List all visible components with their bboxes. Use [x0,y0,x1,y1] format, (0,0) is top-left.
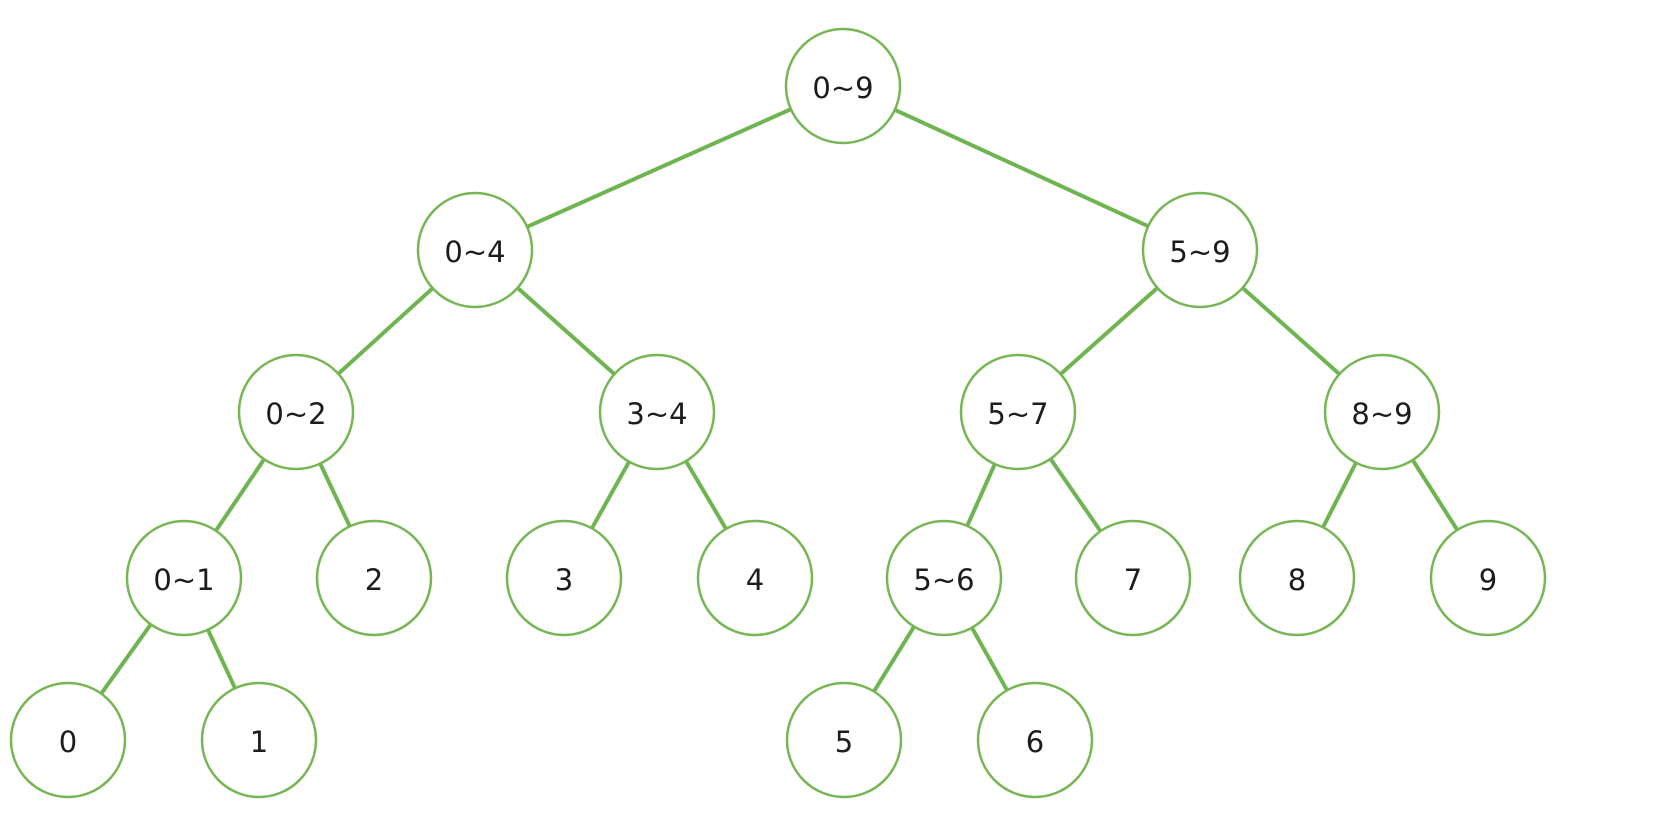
tree-edge-n0_9-n5_9 [893,107,1150,229]
tree-node-2: 2 [315,519,433,637]
tree-node-4: 4 [696,519,814,637]
tree-node-label: 0~9 [812,71,873,105]
tree-edge-n5_6-n6 [970,626,1009,692]
tree-node-5-9: 5~9 [1141,191,1259,309]
tree-edge-n3_4-n3 [590,460,631,530]
tree-node-3: 3 [505,519,623,637]
tree-node-circle [416,191,534,309]
tree-edges-layer [99,107,1459,695]
tree-edge-n8_9-n8 [1321,461,1358,529]
tree-node-circle [200,681,318,799]
tree-edge-n8_9-n9 [1411,458,1459,532]
tree-node-label: 0~2 [265,397,326,431]
tree-node-circle [696,519,814,637]
tree-node-0-9: 0~9 [784,27,902,145]
tree-node-label: 5~6 [913,563,974,597]
tree-node-3-4: 3~4 [598,353,716,471]
tree-node-circle [1238,519,1356,637]
tree-edge-n0_1-n0 [99,623,153,695]
tree-edge-n5_7-n5_6 [965,463,997,527]
tree-edge-n5_9-n5_7 [1059,286,1159,376]
tree-node-circle [784,27,902,145]
tree-nodes-layer: 0~9 0~4 5~9 0~2 3~4 5~7 8~9 0~1 2 3 4 5~6 7 8 9 0 1 5 6 [9,27,1547,799]
tree-node-0-4: 0~4 [416,191,534,309]
tree-node-label: 7 [1124,563,1142,597]
tree-node-circle [1074,519,1192,637]
tree-node-label: 8 [1288,563,1306,597]
tree-node-label: 3 [555,563,573,597]
tree-node-label: 6 [1026,725,1044,759]
tree-node-5-6: 5~6 [885,519,1003,637]
tree-edge-n5_7-n7 [1048,457,1103,533]
tree-node-label: 5~9 [1169,235,1230,269]
tree-node-5: 5 [785,681,903,799]
tree-node-8-9: 8~9 [1323,353,1441,471]
tree-node-0-2: 0~2 [237,353,355,471]
tree-node-label: 0~4 [444,235,505,269]
tree-node-circle [1429,519,1547,637]
tree-edge-n5_9-n8_9 [1241,286,1341,376]
tree-edge-n0_2-n2 [318,462,352,528]
tree-edge-n0_4-n0_2 [336,286,435,376]
tree-node-circle [505,519,623,637]
tree-node-7: 7 [1074,519,1192,637]
tree-node-circle [785,681,903,799]
tree-node-circle [976,681,1094,799]
tree-node-0-1: 0~1 [125,519,243,637]
tree-node-circle [885,519,1003,637]
tree-node-label: 3~4 [626,397,687,431]
tree-node-label: 4 [746,563,764,597]
tree-edge-n0_2-n0_1 [214,458,266,532]
tree-node-circle [125,519,243,637]
tree-edge-n3_4-n4 [684,460,728,530]
tree-node-label: 9 [1479,563,1497,597]
tree-node-0: 0 [9,681,127,799]
tree-node-circle [1323,353,1441,471]
tree-node-circle [237,353,355,471]
tree-node-label: 2 [365,563,383,597]
tree-node-circle [9,681,127,799]
tree-node-8: 8 [1238,519,1356,637]
tree-node-5-7: 5~7 [959,353,1077,471]
tree-node-6: 6 [976,681,1094,799]
tree-node-label: 5 [835,725,853,759]
tree-node-label: 1 [250,725,268,759]
tree-node-label: 5~7 [987,397,1048,431]
tree-edge-n0_1-n1 [206,628,237,690]
tree-node-label: 0~1 [153,563,214,597]
tree-node-1: 1 [200,681,318,799]
tree-node-9: 9 [1429,519,1547,637]
tree-edge-n5_6-n5 [872,625,916,693]
tree-edge-n0_4-n3_4 [516,286,616,376]
tree-node-circle [959,353,1077,471]
tree-node-circle [315,519,433,637]
tree-node-circle [1141,191,1259,309]
tree-node-label: 0 [59,725,77,759]
tree-node-circle [598,353,716,471]
tree-edge-n0_9-n0_4 [526,107,792,229]
tree-node-label: 8~9 [1351,397,1412,431]
